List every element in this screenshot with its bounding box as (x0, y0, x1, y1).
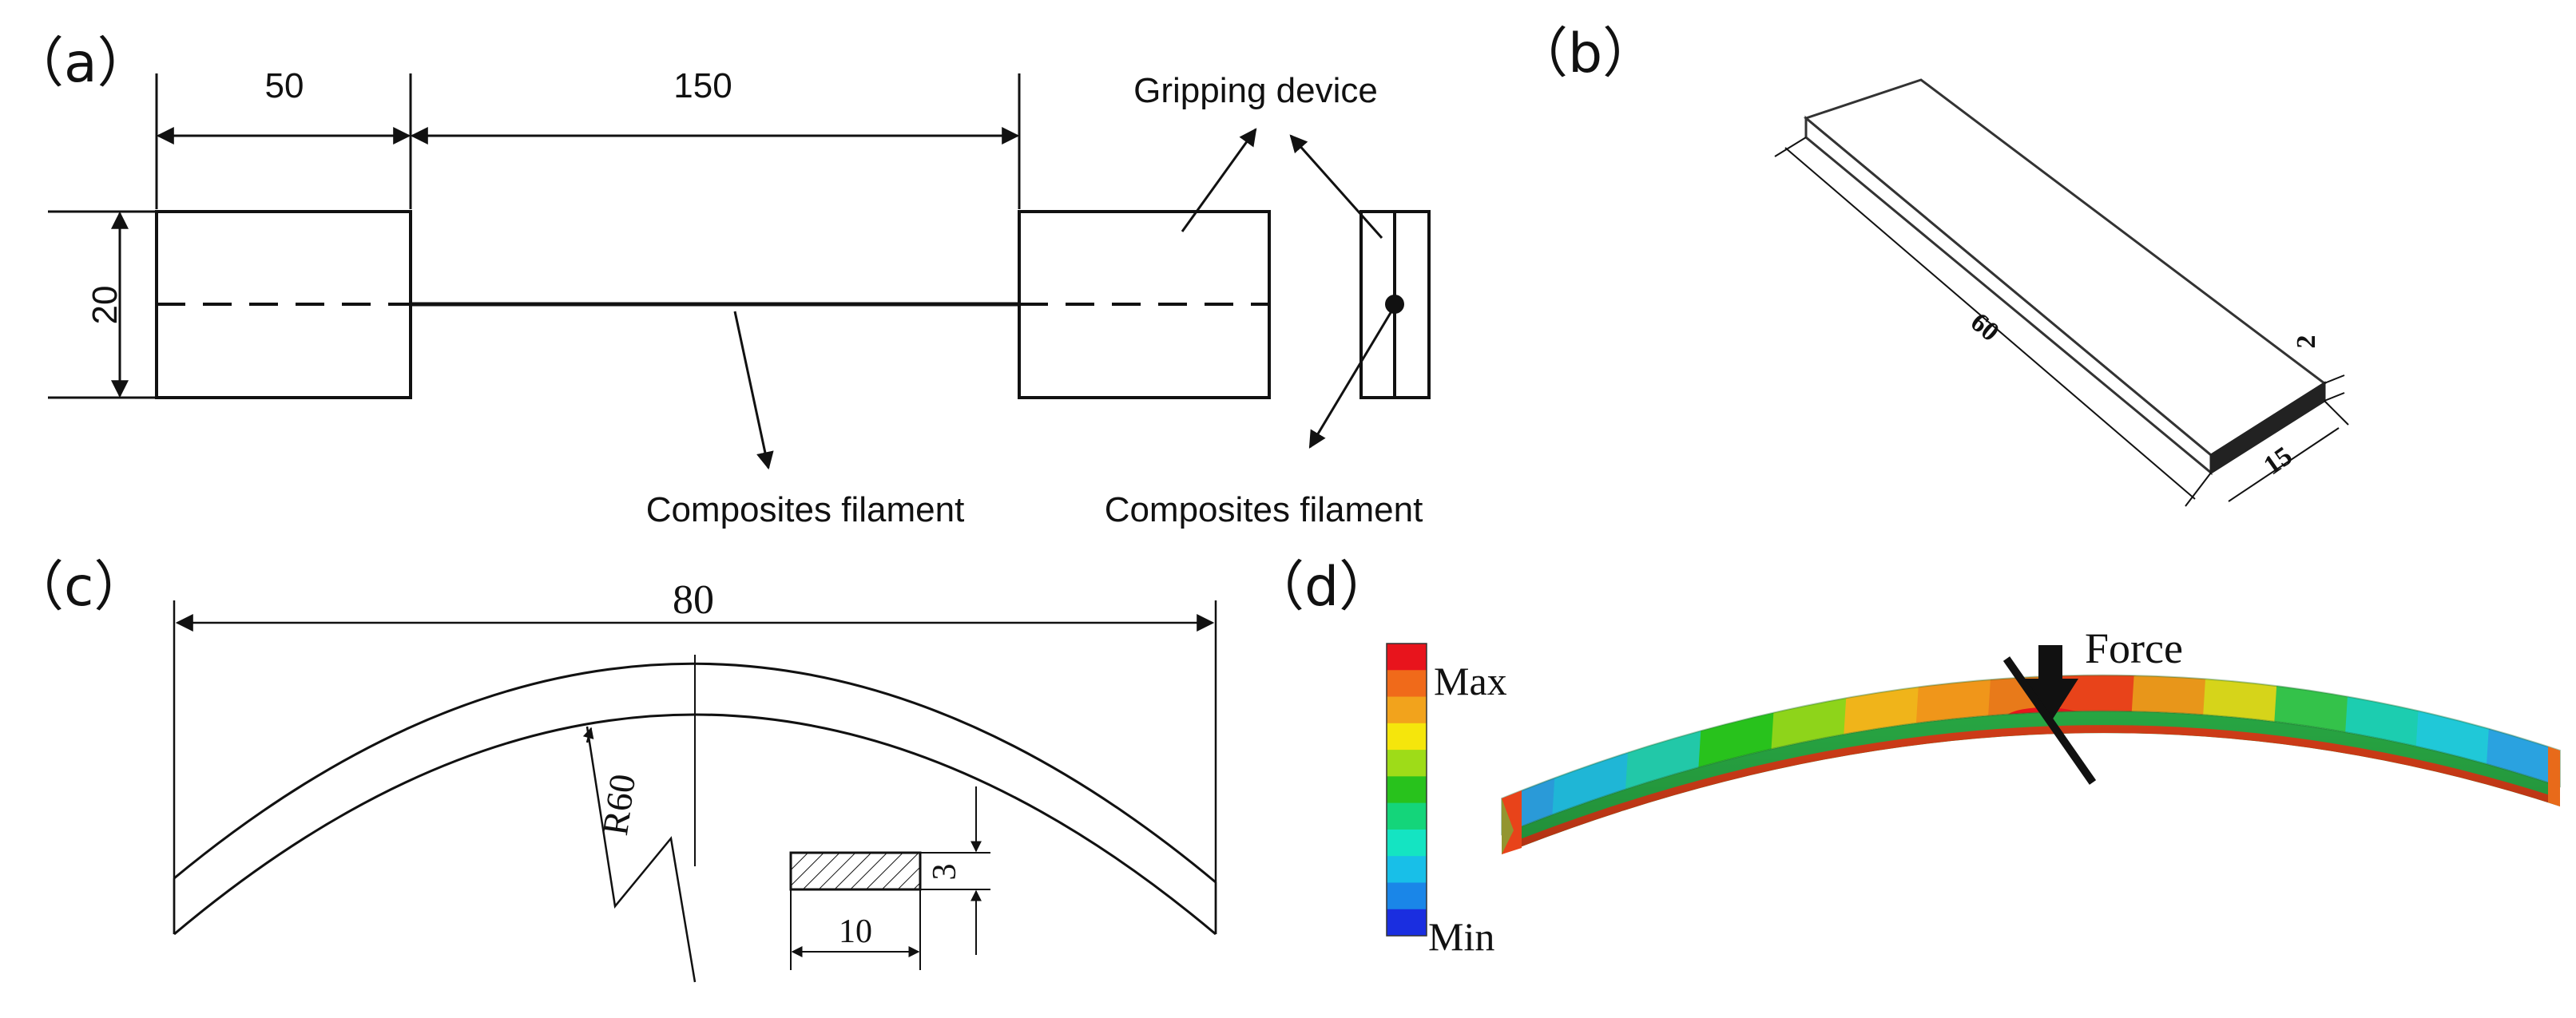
leader-arrow (1181, 128, 1257, 232)
composites-filament-label: Composites filament (646, 490, 965, 529)
panel-a-label: （a） (10, 32, 152, 95)
filament-cross-section (1385, 295, 1404, 314)
panel-d-label: （d） (1250, 556, 1393, 619)
gripping-device-label: Gripping device (1133, 71, 1378, 110)
panel-d: （d） Max Min Force (1250, 556, 2561, 959)
contour-band (1621, 675, 1710, 834)
dim-gauge-length: 150 (673, 66, 732, 105)
legend-swatch (1387, 670, 1427, 698)
dimension-line-width (2228, 427, 2340, 502)
dim-width: 15 (2258, 441, 2297, 481)
extension-line (2324, 400, 2349, 426)
legend-border (1386, 643, 1427, 937)
panel-c: （c） 80 R60 3 10 (10, 556, 1217, 983)
contour-band (2480, 675, 2560, 834)
leader-arrow (1289, 134, 1383, 239)
legend-swatch (1387, 856, 1427, 883)
panel-c-label: （c） (10, 556, 148, 619)
leader-arrow (733, 311, 774, 470)
stress-contour-beam (1501, 674, 2561, 854)
extension-line (2185, 472, 2212, 507)
legend-swatch (1387, 696, 1427, 724)
legend-max-label: Max (1434, 659, 1507, 703)
load-line (2002, 656, 2097, 785)
legend-swatch (1387, 829, 1427, 857)
legend-swatch (1387, 776, 1427, 804)
panel-a: （a） 50 150 20 Gripping device Composites… (10, 32, 1431, 529)
left-grip (155, 210, 412, 399)
dim-thickness: 2 (2292, 335, 2321, 349)
legend-swatch (1387, 644, 1427, 671)
composites-filament-side-label: Composites filament (1105, 490, 1423, 529)
legend-swatch (1387, 882, 1427, 910)
legend-swatch (1387, 723, 1427, 751)
dim-height: 20 (85, 286, 125, 325)
legend-swatch (1387, 909, 1427, 937)
dim-span: 80 (673, 577, 714, 623)
stress-color-legend (1386, 643, 1427, 937)
specimen-top-face (1803, 78, 2327, 457)
dim-section-width: 10 (839, 913, 872, 950)
legend-swatch (1387, 802, 1427, 830)
extension-line (1774, 137, 1807, 157)
dim-length: 60 (1965, 307, 2005, 347)
extension-line (2324, 392, 2345, 402)
contour-band (1693, 675, 1782, 834)
radius-arrow (582, 727, 594, 743)
extension-line (2324, 374, 2345, 384)
legend-min-label: Min (1428, 914, 1494, 959)
cross-section-hatched (789, 851, 922, 891)
panel-b: （b） 60 15 2 (1514, 22, 2349, 507)
dim-radius: R60 (594, 771, 643, 838)
radius-leader (585, 726, 697, 983)
legend-swatch (1387, 750, 1427, 777)
force-label: Force (2085, 624, 2183, 672)
dim-grip-length: 50 (265, 66, 304, 105)
leader-arrow (1308, 311, 1393, 449)
dim-section-height: 3 (927, 864, 963, 881)
panel-b-label: （b） (1514, 22, 1657, 85)
dimension-line-length (1784, 147, 2196, 500)
contour-band (2408, 675, 2499, 834)
force-arrow (2002, 645, 2097, 785)
